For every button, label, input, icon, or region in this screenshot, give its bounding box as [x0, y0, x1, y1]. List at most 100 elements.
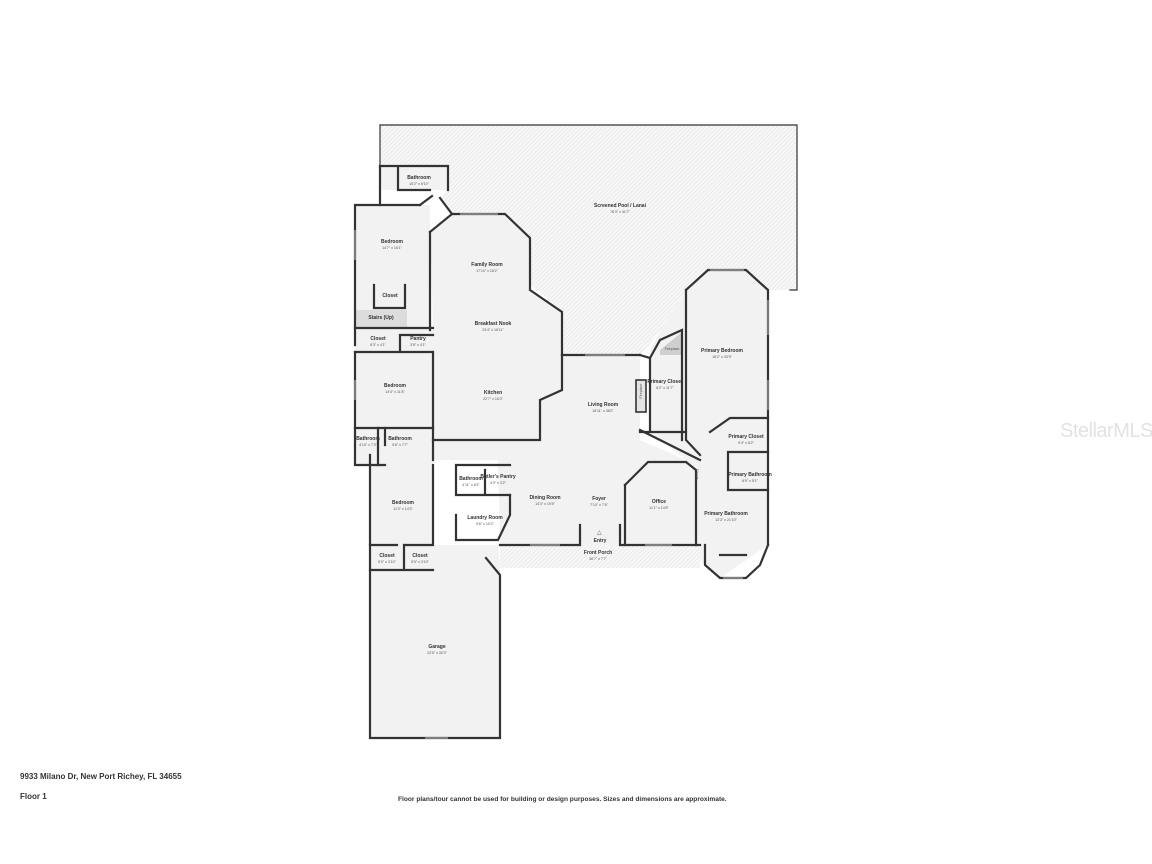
room-name: Screened Pool / Lanai	[594, 203, 646, 209]
room-name: Family Room	[471, 262, 503, 268]
room-family-room: Family Room 17'10" x 18'2"	[471, 262, 503, 273]
room-dimension: 13'3" x 21'10"	[715, 517, 737, 522]
room-breakfast-nook: Breakfast Nook 23'4" x 16'11"	[474, 321, 512, 332]
room-name: Foyer	[592, 496, 606, 502]
room-dimension: 7'10" x 7'6"	[590, 502, 608, 507]
room-name: Closet	[382, 293, 398, 299]
room-dimension: 4'3" x 3'2"	[490, 480, 506, 485]
room-dimension: 8'3" x 4'1"	[370, 342, 386, 347]
room-dimension: 5'0" x 3'10"	[378, 559, 396, 564]
room-stairs: Stairs (Up)	[368, 315, 394, 322]
disclaimer-text: Floor plans/tour cannot be used for buil…	[398, 796, 727, 803]
room-dimension: 14'7" x 16'1"	[382, 245, 402, 250]
room-dimension: 18'2" x 33'9"	[712, 354, 732, 359]
room-bedroom-lower: Bedroom 11'0" x 14'3"	[392, 500, 414, 511]
room-bathroom-mid: Bathroom 5'8" x 7'7"	[388, 436, 412, 447]
room-dimension: 23'4" x 16'11"	[482, 327, 504, 332]
room-dimension: 14'4" x 11'8"	[385, 389, 405, 394]
room-name: Closet	[379, 553, 395, 559]
room-kitchen: Kitchen 22'7" x 16'3"	[483, 390, 503, 401]
room-closet-top: Closet	[382, 293, 398, 300]
room-primary-bathroom-small: Primary Bathroom 6'9" x 5'1"	[728, 472, 772, 483]
room-living-room: Living Room 18'11" x 38'2"	[587, 402, 619, 413]
room-dimension: 18'11" x 38'2"	[592, 408, 614, 413]
room-office: Office 11'1" x 14'8"	[649, 499, 669, 510]
room-pantry: Pantry 3'8" x 4'1"	[410, 336, 426, 347]
pool-lanai-area	[380, 125, 797, 355]
room-name: Pantry	[410, 336, 426, 342]
room-dimension: 17'10" x 18'2"	[476, 268, 498, 273]
room-primary-closet-a: Primary Closet 6'2" x 11'7"	[647, 379, 683, 390]
room-bedroom-top: Bedroom 14'7" x 16'1"	[381, 239, 403, 250]
room-screened-pool: Screened Pool / Lanai 76'3" x 41'7"	[594, 203, 646, 214]
room-dimension: 6'2" x 11'7"	[656, 385, 674, 390]
room-fireplace-living: Fireplace	[639, 384, 643, 399]
fireplace-primary-hatch	[660, 332, 682, 355]
floor-name: Floor 1	[20, 792, 47, 801]
room-name: Primary Bathroom	[704, 511, 748, 517]
room-name: Stairs (Up)	[368, 315, 394, 321]
room-dimension: 4'11" x 6'3"	[462, 482, 480, 487]
room-dimension: 4'10" x 7'3"	[359, 442, 377, 447]
room-laundry-room: Laundry Room 9'6" x 10'2"	[467, 515, 503, 526]
room-garage: Garage 23'5" x 30'3"	[427, 644, 447, 655]
room-bathroom-left: Bathroom 4'10" x 7'3"	[356, 436, 380, 447]
walls	[353, 124, 798, 740]
room-name: Primary Closet	[728, 434, 764, 440]
watermark-logo: StellarMLS	[1060, 420, 1152, 442]
room-name: Bedroom	[381, 239, 403, 245]
room-bathroom-kitchen: Bathroom 4'11" x 6'3"	[459, 476, 483, 487]
room-bedroom-mid: Bedroom 14'4" x 11'8"	[384, 383, 406, 394]
room-fireplace-primary: Fireplace	[665, 347, 680, 351]
room-name: Entry	[593, 538, 607, 544]
room-entry: Entry	[593, 538, 607, 545]
room-closet-low-a: Closet 5'0" x 3'10"	[378, 553, 396, 564]
property-address: 9933 Milano Dr, New Port Richey, FL 3465…	[20, 772, 182, 781]
room-dimension: 9'4" x 8'2"	[738, 440, 754, 445]
room-dimension: 11'1" x 14'8"	[649, 505, 669, 510]
room-dimension: 9'6" x 10'2"	[476, 521, 494, 526]
room-name: Living Room	[587, 402, 619, 408]
room-name: Dining Room	[529, 495, 561, 501]
room-name: Garage	[428, 644, 446, 650]
room-dimension: 6'9" x 5'1"	[742, 478, 758, 483]
room-dimension: 5'5" x 3'10"	[411, 559, 429, 564]
room-dimension: 3'8" x 4'1"	[410, 342, 426, 347]
room-name: Bathroom	[459, 476, 483, 482]
room-butlers-pantry: Butler's Pantry 4'3" x 3'2"	[480, 474, 515, 485]
room-name: Primary Bedroom	[701, 348, 743, 354]
room-primary-bedroom: Primary Bedroom 18'2" x 33'9"	[701, 348, 743, 359]
room-primary-bathroom: Primary Bathroom 13'3" x 21'10"	[704, 511, 748, 522]
room-closet-small: Closet	[695, 469, 699, 479]
room-closet-mid: Closet 8'3" x 4'1"	[370, 336, 386, 347]
room-name: Bathroom	[356, 436, 380, 442]
room-dimension: 36'7" x 7'7"	[589, 556, 607, 561]
room-dimension: 11'0" x 14'3"	[393, 506, 413, 511]
room-dimension: 10'2" x 8'10"	[409, 181, 429, 186]
front-porch-area	[500, 545, 700, 568]
room-name: Breakfast Nook	[474, 321, 512, 327]
stairs-area	[355, 310, 407, 328]
room-name: Fireplace	[638, 383, 643, 399]
room-name: Closet	[370, 336, 386, 342]
entry-arrow-icon: △	[597, 530, 602, 536]
room-primary-closet-b: Primary Closet 9'4" x 8'2"	[728, 434, 764, 445]
fireplace-living-box	[635, 379, 647, 413]
room-name: Closet	[695, 468, 700, 480]
room-dimension: 76'3" x 41'7"	[610, 209, 630, 214]
room-name: Fireplace	[664, 347, 680, 351]
windows	[354, 213, 769, 739]
room-closet-low-b: Closet 5'5" x 3'10"	[411, 553, 429, 564]
room-foyer: Foyer 7'10" x 7'6"	[590, 496, 608, 507]
room-name: Office	[651, 499, 667, 505]
room-name: Kitchen	[483, 390, 503, 396]
room-name: Laundry Room	[467, 515, 503, 521]
room-name: Bathroom	[388, 436, 412, 442]
room-dining-room: Dining Room 14'3" x 19'5"	[529, 495, 561, 506]
room-dimension: 23'5" x 30'3"	[427, 650, 447, 655]
room-name: Primary Closet	[647, 379, 683, 385]
room-name: Primary Bathroom	[728, 472, 772, 478]
room-dimension: 22'7" x 16'3"	[483, 396, 503, 401]
room-dimension: 14'3" x 19'5"	[535, 501, 555, 506]
